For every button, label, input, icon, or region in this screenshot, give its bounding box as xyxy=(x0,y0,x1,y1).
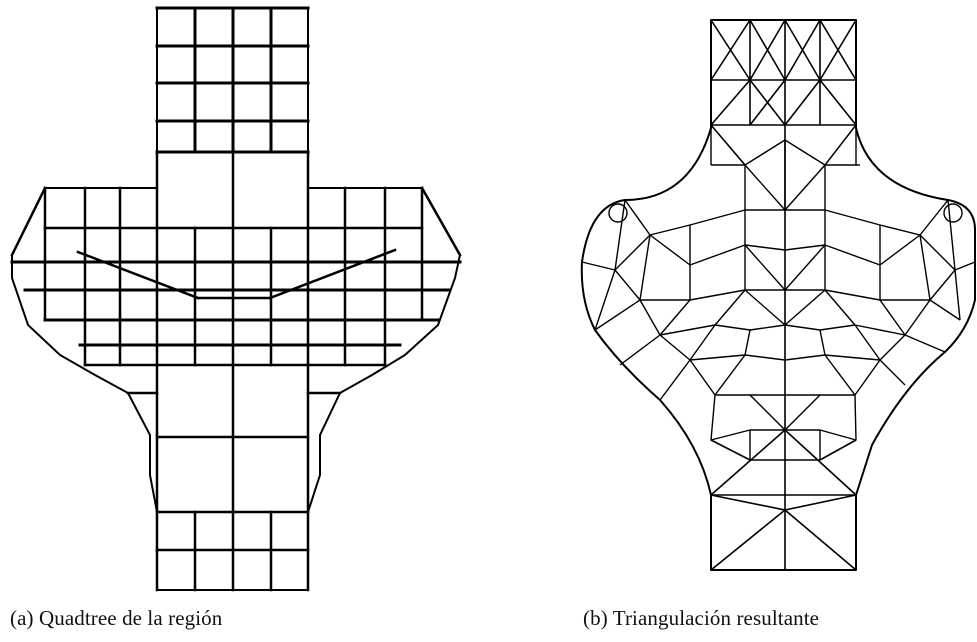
quadtree-diagonals xyxy=(10,186,462,300)
triangulation-body-edges xyxy=(581,124,976,460)
quadtree-left-wing-cells xyxy=(43,186,159,395)
triangulation-outline xyxy=(580,19,976,571)
triangulation-column-edges xyxy=(710,19,857,570)
triangulation-bottom-edges xyxy=(710,429,857,571)
quadtree-right-wing-cells xyxy=(306,186,424,395)
triangulation-wing-circles xyxy=(608,203,963,223)
caption-quadtree: (a) Quadtree de la región xyxy=(10,606,223,630)
caption-triangulation: (b) Triangulación resultante xyxy=(583,606,820,630)
